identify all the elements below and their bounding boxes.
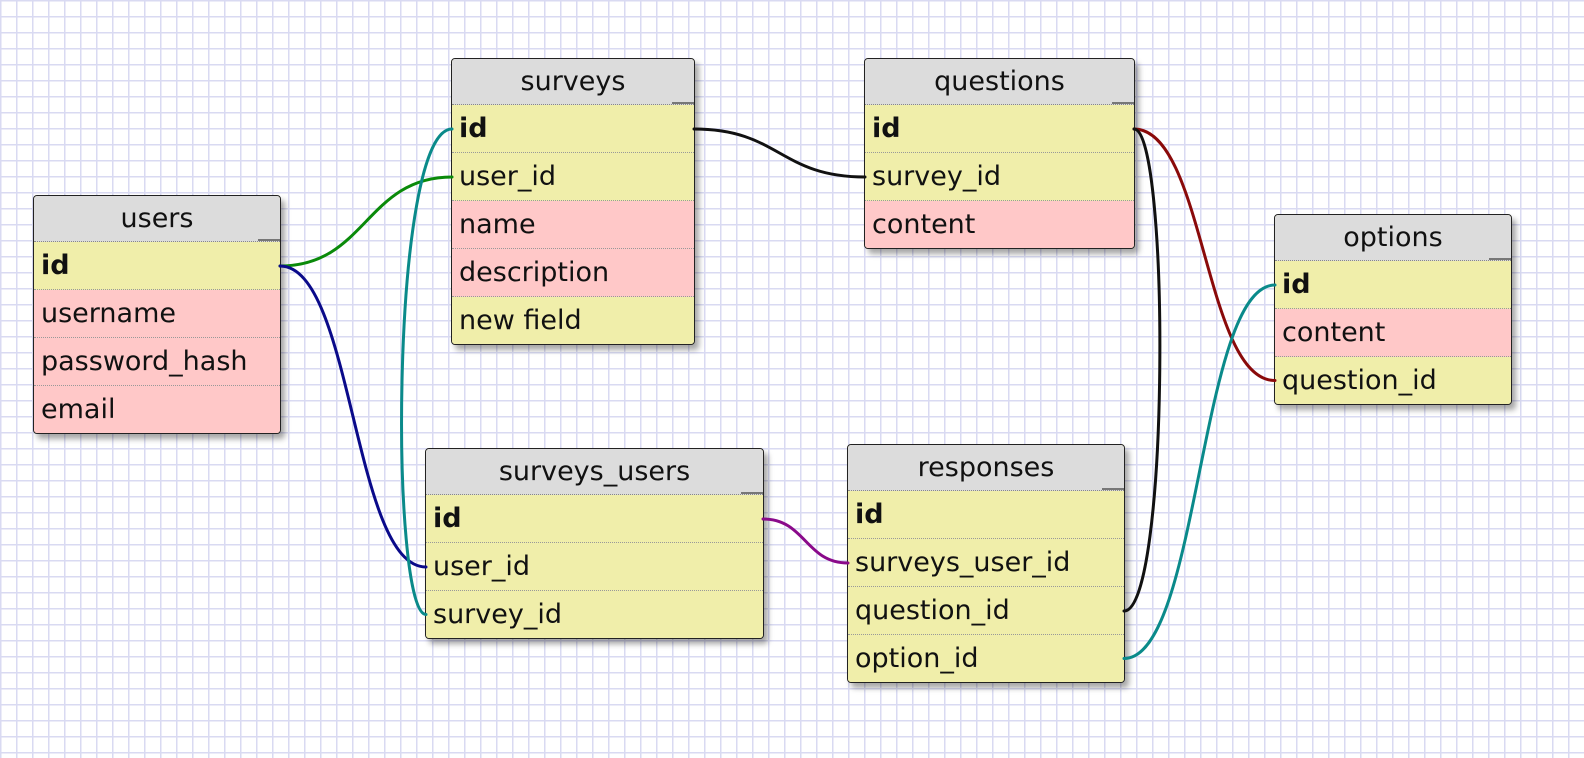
relation-options-question-id-to-questions-id <box>1132 127 1277 382</box>
table-title[interactable]: surveys <box>452 59 694 105</box>
table-title[interactable]: surveys_users <box>426 449 763 495</box>
field-responses-option-id[interactable]: option_id <box>848 635 1124 682</box>
field-surveys_users-survey-id[interactable]: survey_id <box>426 591 763 638</box>
table-title[interactable]: responses <box>848 445 1124 491</box>
field-options-content[interactable]: content <box>1275 309 1511 357</box>
table-title[interactable]: users <box>34 196 280 242</box>
field-users-id[interactable]: id <box>34 242 280 290</box>
relation-questions-survey-id-to-surveys-id <box>692 127 867 179</box>
field-users-email[interactable]: email <box>34 386 280 433</box>
field-users-password-hash[interactable]: password_hash <box>34 338 280 386</box>
field-responses-question-id[interactable]: question_id <box>848 587 1124 635</box>
relation-responses-surveys-user-id-to-surveys-users-id <box>761 517 850 565</box>
field-surveys-description[interactable]: description <box>452 249 694 297</box>
field-surveys-name[interactable]: name <box>452 201 694 249</box>
field-surveys_users-id[interactable]: id <box>426 495 763 543</box>
field-surveys-id[interactable]: id <box>452 105 694 153</box>
field-responses-id[interactable]: id <box>848 491 1124 539</box>
field-questions-content[interactable]: content <box>865 201 1134 248</box>
relation-surveys-users-user-id-to-users-id <box>278 264 428 569</box>
relation-surveys-user-id-to-users-id <box>278 175 454 268</box>
field-users-username[interactable]: username <box>34 290 280 338</box>
table-title[interactable]: questions <box>865 59 1134 105</box>
relation-responses-option-id-to-options-id <box>1122 283 1277 660</box>
field-surveys-user-id[interactable]: user_id <box>452 153 694 201</box>
table-title[interactable]: options <box>1275 215 1511 261</box>
field-responses-surveys-user-id[interactable]: surveys_user_id <box>848 539 1124 587</box>
field-options-question-id[interactable]: question_id <box>1275 357 1511 404</box>
field-options-id[interactable]: id <box>1275 261 1511 309</box>
field-surveys-new-field[interactable]: new field <box>452 297 694 344</box>
field-questions-id[interactable]: id <box>865 105 1134 153</box>
field-questions-survey-id[interactable]: survey_id <box>865 153 1134 201</box>
field-surveys_users-user-id[interactable]: user_id <box>426 543 763 591</box>
